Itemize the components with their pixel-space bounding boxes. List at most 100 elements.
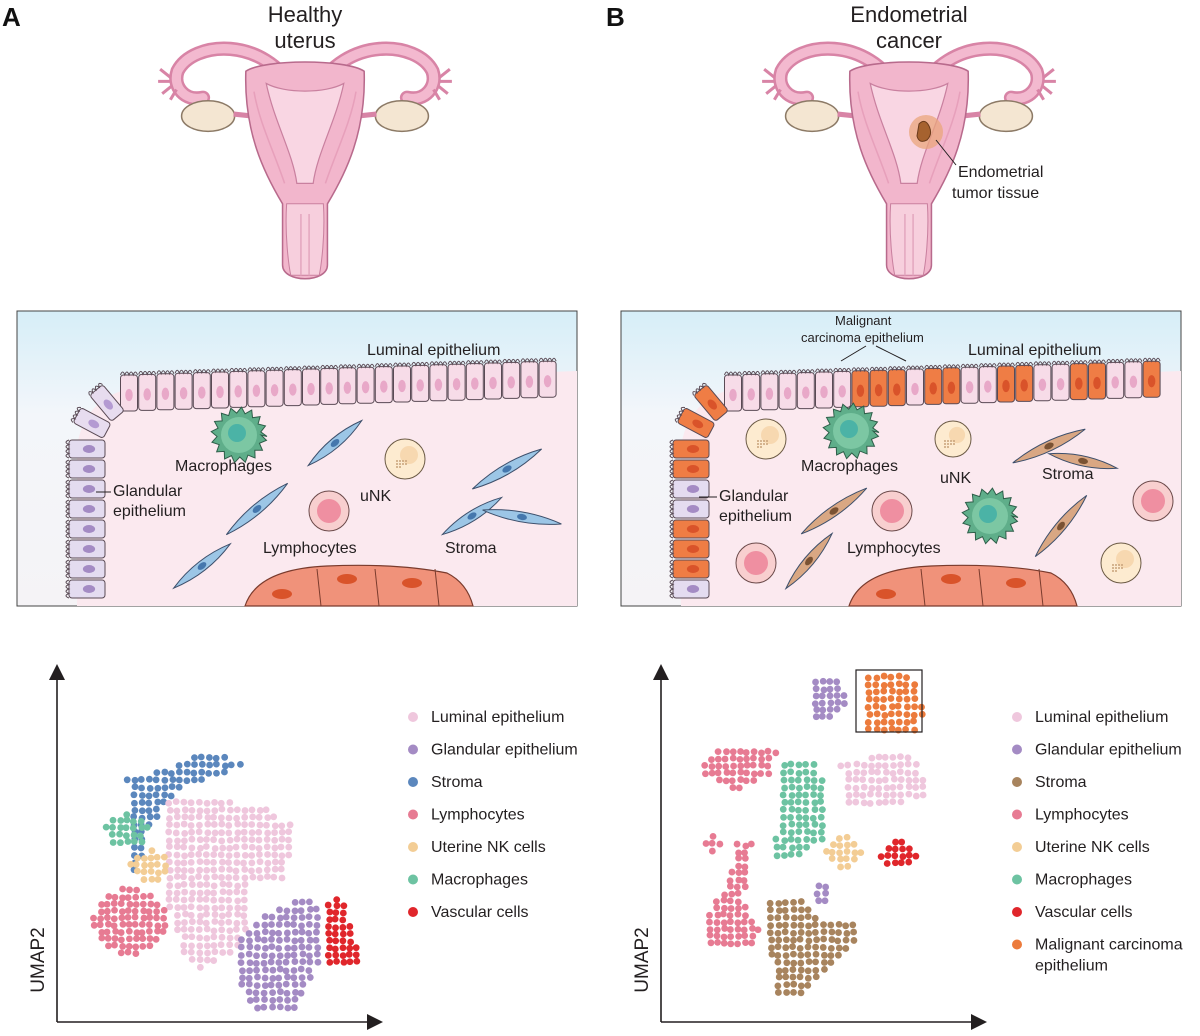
- microvilli: [65, 479, 71, 499]
- umap-point: [788, 792, 796, 799]
- umap-point: [815, 897, 823, 905]
- umap-point: [842, 936, 850, 944]
- umap-point: [714, 769, 722, 777]
- umap-point: [715, 762, 723, 770]
- umap-point: [278, 822, 286, 830]
- microvilli: [538, 357, 557, 363]
- umap-point: [225, 896, 233, 904]
- microvilli: [465, 360, 484, 366]
- epithelial-cell: [247, 367, 266, 408]
- umap-point: [775, 936, 783, 944]
- umap-point: [182, 910, 189, 918]
- umap-point: [141, 861, 148, 869]
- umap-point: [237, 760, 244, 768]
- umap-point: [859, 776, 867, 783]
- umap-point: [132, 943, 140, 951]
- umap-point: [248, 836, 256, 844]
- umap-point: [299, 980, 307, 988]
- umap-point: [882, 798, 889, 806]
- umap-point: [765, 770, 773, 778]
- umap-point: [851, 855, 858, 863]
- nucleus: [402, 578, 422, 588]
- umap-point: [154, 927, 161, 935]
- malignant-cell: [851, 367, 870, 408]
- umap-point: [180, 896, 188, 904]
- umap-point: [197, 844, 204, 852]
- umap-point: [263, 866, 271, 874]
- umap-point: [271, 865, 279, 873]
- umap-point: [180, 880, 188, 888]
- epithelial-cell: [538, 357, 557, 398]
- nucleus: [82, 445, 96, 453]
- umap-point: [702, 840, 710, 847]
- umap-point: [188, 875, 195, 882]
- legend-item: Uterine NK cells: [1012, 839, 1150, 856]
- umap-point: [835, 920, 843, 928]
- umap-point: [339, 952, 347, 960]
- microvilli: [1051, 360, 1070, 366]
- umap-point: [218, 829, 225, 837]
- umap-point: [195, 850, 203, 858]
- epithelial-cell: [65, 439, 106, 459]
- umap-point: [261, 974, 269, 982]
- umap-point: [818, 806, 826, 814]
- umap-point: [804, 913, 812, 920]
- umap-point: [167, 770, 175, 777]
- umap-point: [146, 813, 154, 821]
- umap-point: [202, 895, 210, 903]
- umap-point: [880, 672, 888, 680]
- umap-point: [728, 890, 736, 898]
- umap-point: [299, 950, 307, 958]
- umap-point: [137, 844, 145, 852]
- umap-point: [261, 952, 268, 960]
- umap-point: [305, 929, 313, 937]
- glandular-label: epithelium: [113, 503, 186, 520]
- umap-point: [802, 760, 809, 768]
- epithelial-cell: [760, 370, 779, 411]
- umap-point: [264, 851, 271, 858]
- umap-point: [187, 859, 195, 866]
- umap-point: [727, 940, 735, 948]
- nucleus: [783, 387, 792, 400]
- umap-point: [203, 925, 211, 933]
- umap-point: [187, 911, 195, 919]
- umap-point: [181, 852, 188, 860]
- umap-point: [727, 918, 734, 926]
- umap-point: [766, 929, 774, 937]
- nucleus: [252, 384, 261, 397]
- umap-point: [787, 799, 795, 806]
- cluster-lymphocytes-2: [706, 840, 762, 948]
- nucleus: [517, 513, 527, 521]
- umap-point: [353, 957, 361, 965]
- umap-point: [98, 934, 106, 942]
- umap-point: [252, 960, 260, 967]
- umap-point: [811, 921, 819, 929]
- umap-point: [826, 678, 834, 685]
- umap-point: [290, 967, 298, 974]
- umap-point: [741, 854, 749, 862]
- umap-point: [872, 688, 880, 696]
- nucleus: [686, 505, 700, 513]
- umap-point: [191, 761, 198, 768]
- umap-point: [175, 768, 183, 776]
- umap-point: [233, 806, 241, 814]
- microvilli: [1069, 360, 1088, 366]
- nucleus: [289, 383, 297, 396]
- umap-point: [813, 890, 821, 898]
- nucleus: [965, 381, 974, 394]
- malignant-cell: [1088, 359, 1106, 400]
- umap-point: [722, 777, 730, 785]
- umap-point: [822, 883, 830, 891]
- umap-point: [805, 958, 813, 966]
- panel-title: uterus: [274, 28, 335, 53]
- umap-point: [779, 822, 787, 830]
- umap-point: [138, 920, 146, 928]
- umap-point: [811, 914, 819, 922]
- umap-point: [790, 988, 797, 996]
- microvilli: [669, 579, 675, 599]
- umap-point: [188, 881, 196, 888]
- umap-point: [249, 813, 257, 821]
- epithelial-cell: [906, 365, 924, 406]
- legend-item: Uterine NK cells: [408, 839, 546, 856]
